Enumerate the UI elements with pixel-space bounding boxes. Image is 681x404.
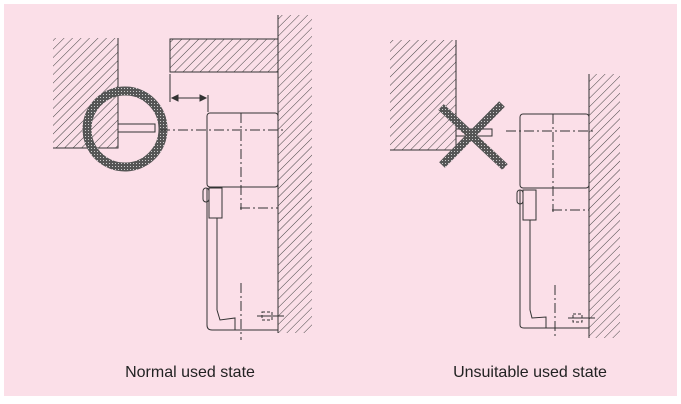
cross-mark-icon: [438, 101, 508, 170]
sensor-head: [519, 113, 590, 189]
right-wall: [589, 74, 620, 338]
right-wall: [278, 15, 312, 333]
sensor-head: [206, 112, 279, 188]
normal-state-caption: Normal used state: [125, 364, 255, 381]
left-wall: [390, 40, 456, 150]
actuator: [117, 123, 156, 133]
top-block: [169, 38, 279, 73]
normal-state-diagram: [53, 15, 312, 340]
unsuitable-state-caption: Unsuitable used state: [453, 364, 607, 381]
unsuitable-state-diagram: [390, 40, 620, 338]
highlight-circle-icon: [82, 86, 168, 172]
